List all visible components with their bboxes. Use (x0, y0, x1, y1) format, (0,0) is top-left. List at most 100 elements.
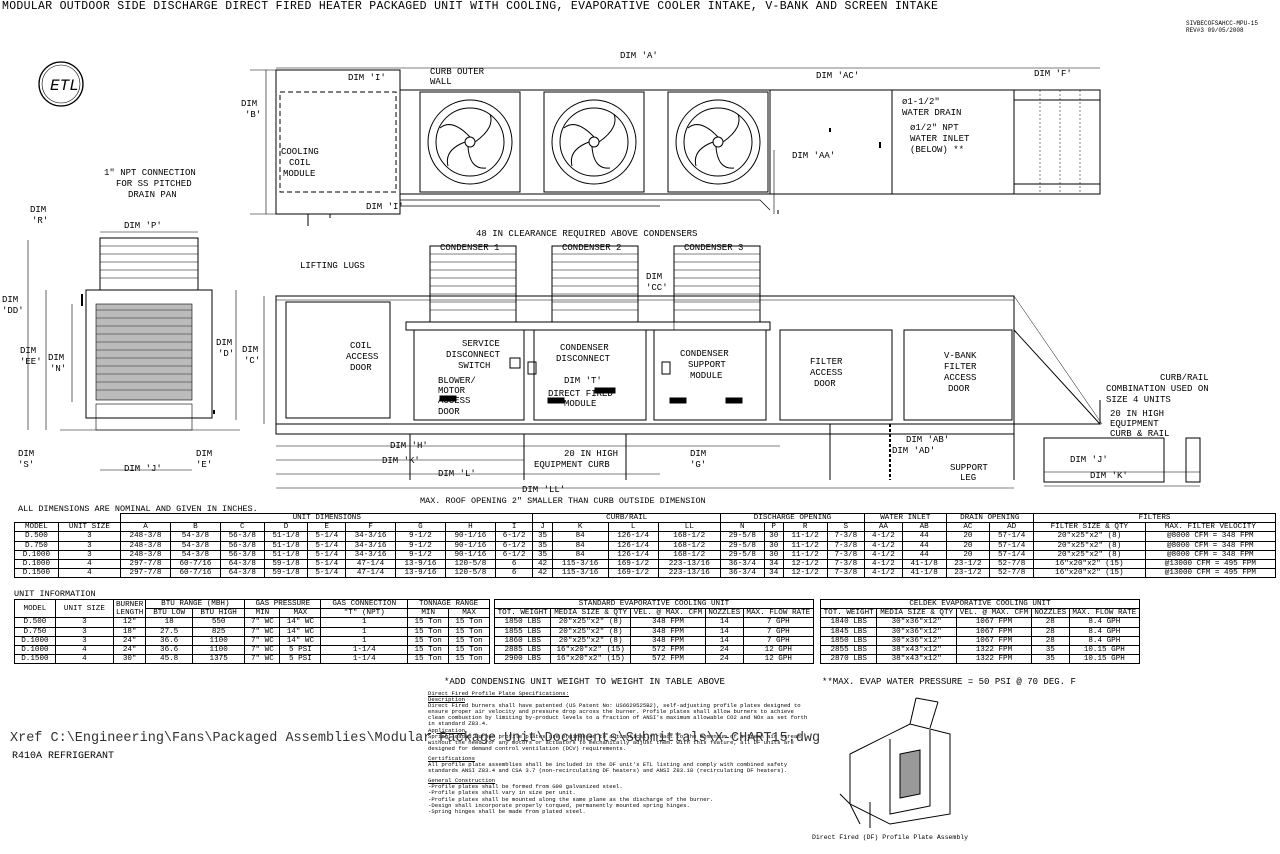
dim-cell-19: 4-1/2 (864, 559, 903, 570)
dim-i-bottom-label: DIM 'I' (366, 202, 404, 212)
std-evap-cell-3: 24 (704, 645, 744, 656)
dim-cell-11: 35 (532, 531, 553, 542)
water-inlet-label: ø1/2" NPT (910, 123, 959, 133)
dim-cc-label: DIM (646, 272, 662, 282)
std-evap-cell-4: 7 GPH (742, 626, 815, 637)
water-drain-label: ø1-1/2" (902, 97, 940, 107)
dim-cell-12: 84 (551, 540, 609, 551)
svg-text:'S': 'S' (18, 460, 34, 470)
clearance-note: 48 IN CLEARANCE REQUIRED ABOVE CONDENSER… (476, 229, 697, 239)
dim-ab-label: DIM 'AB' (906, 435, 949, 445)
std-evap-cell-1: 20"x25"x2" (8) (550, 626, 631, 637)
svg-text:SUPPORT: SUPPORT (688, 360, 726, 370)
svg-text:ACCESS: ACCESS (346, 352, 378, 362)
dim-cell-24: @8000 CFM = 348 FPM (1144, 549, 1277, 561)
dim-cell-21: 20 (945, 549, 991, 561)
dim-cell-5: 59-1/8 (263, 559, 309, 570)
unit-info-cell-6: 5 PSI (279, 645, 322, 656)
dim-cell-7: 47-1/4 (345, 559, 396, 570)
svg-text:'N': 'N' (50, 364, 66, 374)
unit-info-cell-8: 15 Ton (407, 635, 450, 647)
dim-cell-1: 3 (57, 549, 122, 561)
dim-cell-12: 84 (551, 549, 609, 561)
side-view (263, 245, 1201, 489)
std-evap-cell-3: 14 (704, 626, 744, 637)
dim-k-label: DIM 'K' (382, 456, 420, 466)
dim-cell-7: 34-3/16 (345, 540, 396, 551)
dim-cell-15: 29-5/8 (719, 531, 765, 542)
plan-fan-1 (427, 99, 513, 185)
spec-gen-line: -Spring hinges shall be made from plated… (428, 807, 586, 815)
celdek-cell-2: 1067 FPM (955, 626, 1032, 637)
std-evap-cell-4: 7 GPH (742, 635, 815, 647)
curb-20-label: 20 IN HIGH (564, 449, 618, 459)
dim-cell-12: 115-3/16 (551, 559, 609, 570)
dim-cell-0: D.1500 (14, 568, 59, 579)
unit-info-cell-2: 18" (112, 626, 147, 637)
celdek-cell-2: 1067 FPM (955, 617, 1032, 628)
dim-header-23: FILTER SIZE & QTY (1033, 522, 1146, 533)
svg-text:FOR SS PITCHED: FOR SS PITCHED (116, 179, 192, 189)
celdek-cell-4: 8.4 GPH (1068, 617, 1141, 628)
celdek-header-1: MEDIA SIZE & QTY (876, 608, 957, 619)
std-evap-cell-2: 572 FPM (629, 645, 706, 656)
dim-r-label: DIM (30, 205, 46, 215)
svg-text:SWITCH: SWITCH (458, 361, 490, 371)
svg-text:FILTER: FILTER (944, 362, 977, 372)
svg-text:CURB & RAIL: CURB & RAIL (1110, 429, 1169, 439)
dim-header-15: N (719, 522, 765, 533)
unit-info-cell-9: 15 Ton (448, 645, 490, 656)
dim-cell-11: 42 (532, 568, 553, 579)
unit-info-cell-3: 18 (145, 617, 193, 628)
dim-header-11: J (532, 522, 553, 533)
celdek-header-2: VEL. @ MAX. CFM (955, 608, 1032, 619)
unit-info-cell-2: 12" (112, 617, 147, 628)
group-water-inlet: WATER INLET (864, 512, 947, 524)
svg-text:ACCESS: ACCESS (438, 396, 470, 406)
dim-l-label: DIM 'L' (438, 469, 476, 479)
drawing-number: SIVBECOFSAHCC-MPU-15 (1185, 20, 1258, 27)
dim-cell-9: 90-1/16 (444, 531, 496, 542)
std-evap-cell-2: 348 FPM (629, 617, 706, 628)
celdek-cell-4: 8.4 GPH (1068, 635, 1141, 647)
dim-cell-11: 42 (532, 559, 553, 570)
table-group-row: UNIT DIMENSIONS CURB/RAIL DISCHARGE OPEN… (14, 512, 1276, 524)
std-evap-cell-4: 7 GPH (742, 617, 815, 628)
dim-cell-19: 4-1/2 (864, 531, 903, 542)
dim-header-17: R (782, 522, 828, 533)
dim-cell-23: 16"x20"x2" (15) (1033, 568, 1146, 579)
revision-date: REV#3 09/05/2008 (1185, 27, 1244, 34)
dim-cell-5: 51-1/8 (263, 549, 309, 561)
std-evap-header-0: TOT. WEIGHT (493, 608, 552, 619)
dim-header-7: F (345, 522, 396, 533)
unit-info-cell-6: 14" WC (279, 626, 322, 637)
dim-header-12: K (551, 522, 609, 533)
dim-b-label: DIM (241, 99, 257, 109)
celdek-cell-3: 28 (1030, 635, 1070, 647)
unit-info-cell-8: 15 Ton (407, 654, 450, 665)
svg-text:EQUIPMENT: EQUIPMENT (1110, 419, 1159, 429)
group-discharge: DISCHARGE OPENING (719, 512, 866, 524)
unit-info-subheader-1: BTU HIGH (191, 608, 246, 619)
unit-info-cell-7: 1 (320, 626, 409, 637)
dim-cell-3: 54-3/8 (169, 540, 221, 551)
celdek-cell-4: 8.4 GPH (1068, 626, 1141, 637)
dim-header-13: L (607, 522, 659, 533)
unit-info-cell-0: D.1000 (14, 645, 56, 656)
unit-info-cell-7: 1-1/4 (320, 654, 409, 665)
add-condensing-note: *ADD CONDENSING UNIT WEIGHT TO WEIGHT IN… (444, 677, 725, 687)
dim-cell-23: 20"x25"x2" (8) (1033, 549, 1146, 561)
svg-text:ACCESS: ACCESS (810, 368, 842, 378)
profile-plate-spec: Direct Fired Profile Plate Specification… (428, 690, 810, 815)
group-unit-dimensions: UNIT DIMENSIONS (120, 512, 534, 524)
std-evap-cell-2: 348 FPM (629, 635, 706, 647)
unit-info-cell-0: D.1000 (14, 635, 56, 647)
dim-cell-2: 248-3/8 (120, 531, 171, 542)
dim-header-6: E (307, 522, 347, 533)
dim-cell-0: D.1000 (14, 549, 59, 561)
dim-cell-15: 36-3/4 (719, 568, 765, 579)
